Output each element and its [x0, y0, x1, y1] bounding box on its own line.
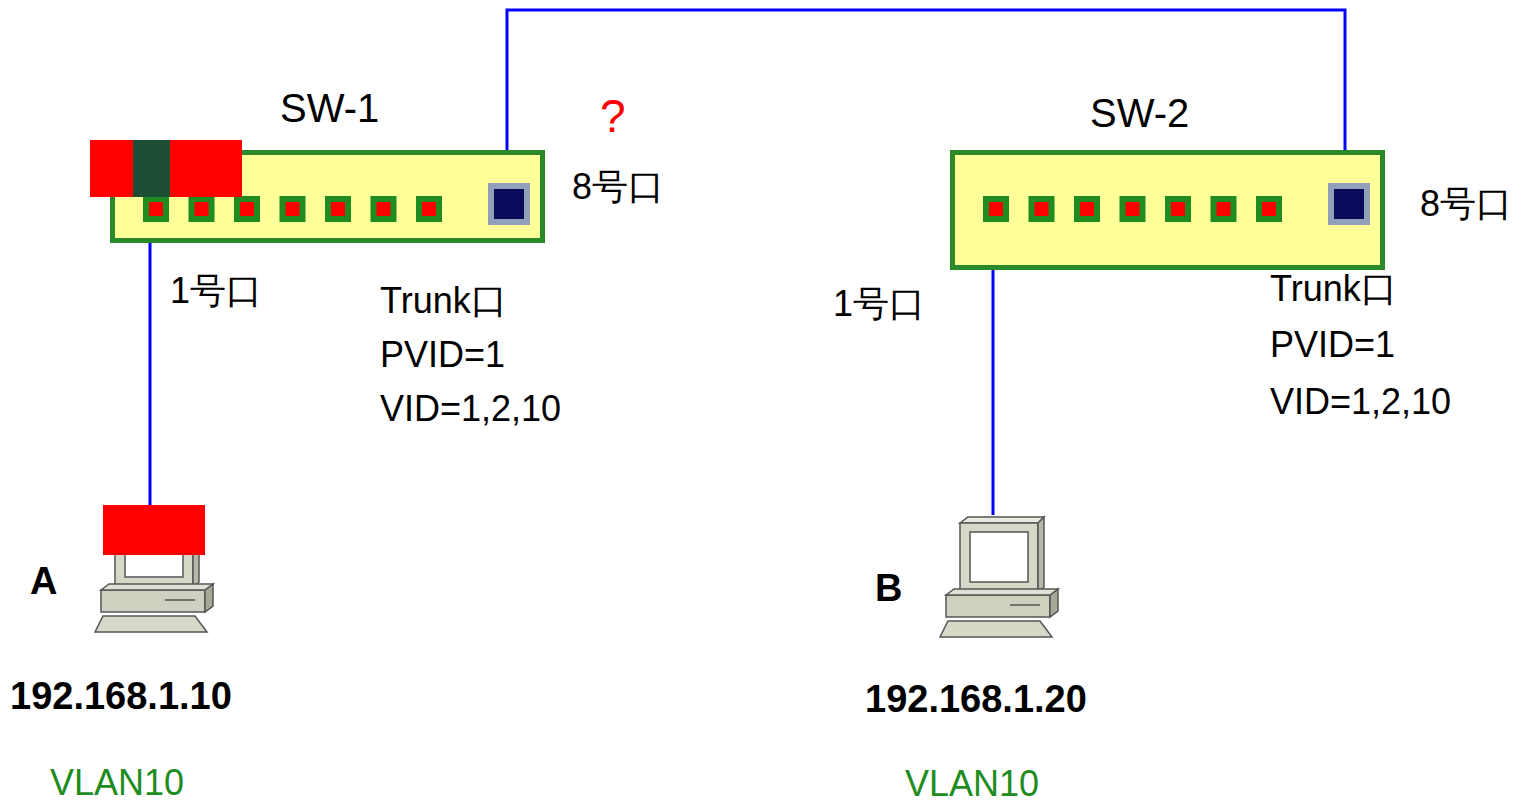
vid-label: VID=1,2,10: [1270, 381, 1451, 422]
question-mark: ?: [600, 90, 626, 143]
switch-box: SW-2: [950, 150, 1385, 270]
port-mode: Trunk口: [1270, 268, 1397, 309]
pvid-label: PVID=1: [1270, 324, 1395, 365]
host-name: B: [875, 567, 902, 611]
computer-icon: [95, 510, 225, 640]
computer-icon: [940, 515, 1070, 645]
vlan-label: VLAN10: [50, 762, 184, 803]
vid-label: VID=1,2,10: [380, 388, 561, 429]
port-label: 1号口: [170, 270, 262, 311]
pvid-label: PVID=1: [380, 334, 505, 375]
network-cable: [992, 270, 995, 515]
port-mode: Trunk口: [380, 280, 507, 321]
switch-box: SW-1: [110, 150, 545, 243]
port-label: 8号口: [1420, 183, 1512, 224]
host-name: A: [30, 560, 57, 604]
switch-ports: [80, 130, 540, 270]
port-label: 1号口: [833, 283, 925, 324]
computer-node: A 192.168.1.10VLAN10: [5, 505, 335, 803]
computer-node: B 192.168.1.20VLAN10: [860, 515, 1175, 805]
vlan-label: VLAN10: [905, 763, 1039, 804]
switch-name: SW-1: [280, 85, 379, 131]
port-label: 8号口: [572, 166, 664, 207]
ip-address: 192.168.1.10: [10, 675, 232, 719]
switch-ports: [920, 130, 1380, 270]
ip-address: 192.168.1.20: [865, 678, 1087, 722]
network-cable: [149, 243, 152, 505]
network-cable: [507, 10, 1345, 150]
switch-name: SW-2: [1090, 90, 1189, 136]
